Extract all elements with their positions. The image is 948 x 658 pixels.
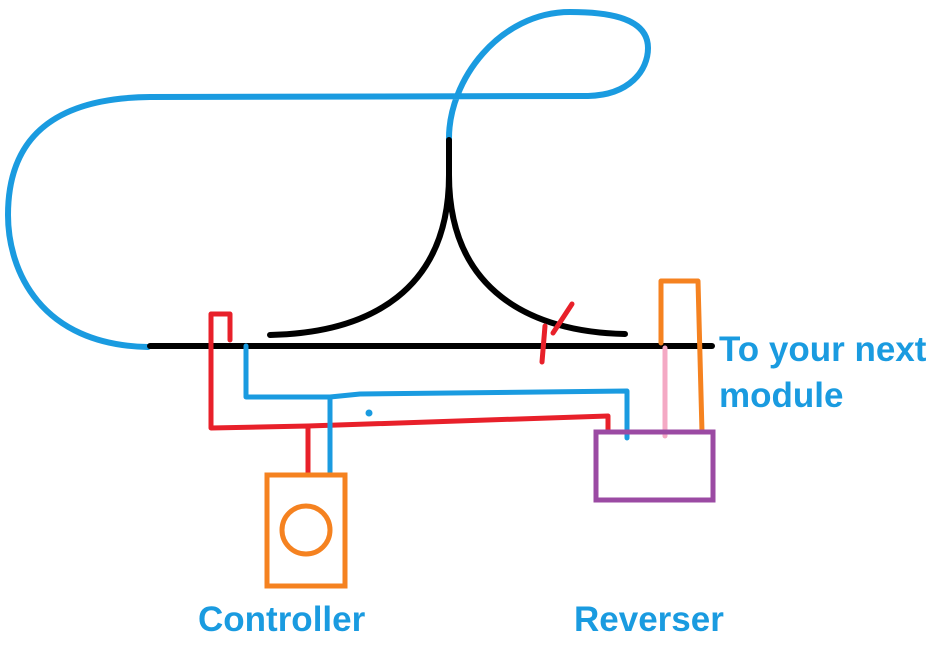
insulating-gap-icon [550, 301, 575, 336]
wye-track-left-leg [267, 137, 452, 338]
wye-track-right-leg [446, 172, 628, 337]
next-module-label-line2: module [719, 376, 844, 415]
track-feed-wire-to-reverser [327, 388, 630, 441]
reverse-loop-track [5, 9, 651, 350]
next-module-label-line1: To your next [719, 330, 927, 369]
track-feed-wire [243, 343, 333, 478]
reverser-box [593, 429, 716, 503]
controller-label: Controller [198, 600, 366, 639]
power-feed-wire [208, 311, 311, 478]
circle-knob-icon [279, 503, 333, 557]
reverser-feed-wire [305, 413, 611, 435]
reverser-label: Reverser [574, 600, 724, 639]
controller-box [264, 472, 348, 589]
reverser-lead-orange [658, 278, 705, 435]
insulating-gap-icon [539, 323, 548, 365]
next-module-label: To your next module [719, 327, 926, 419]
wire-junction-dot [365, 409, 373, 417]
